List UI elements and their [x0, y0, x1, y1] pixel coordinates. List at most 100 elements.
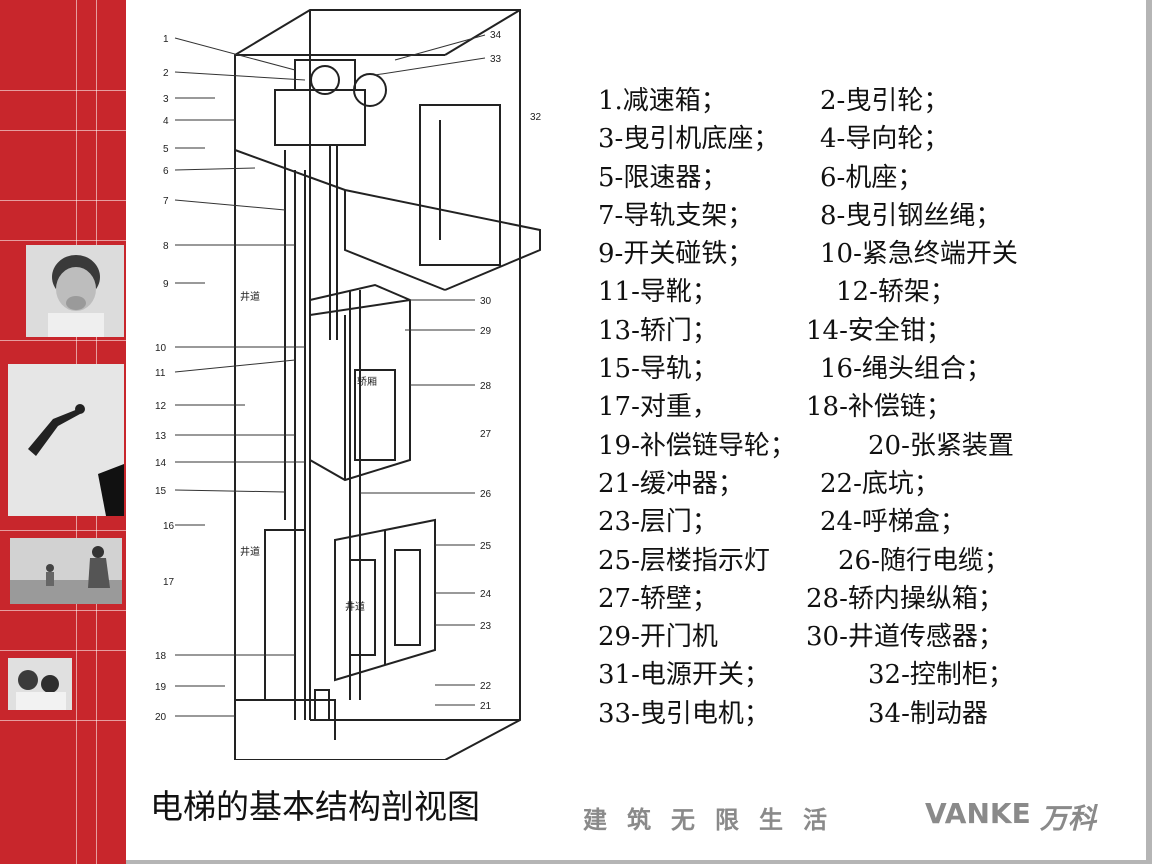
legend-item: 7-导轨支架； [598, 200, 754, 231]
legend-row: 19-补偿链导轮； 20-张紧装置 [598, 425, 1138, 463]
legend-row: 5-限速器； 6-机座； [598, 157, 1138, 195]
diagram-label: 7 [163, 196, 169, 207]
shaft-label: 井道 [345, 600, 365, 613]
photo-diver [8, 364, 124, 516]
diagram-label: 13 [155, 431, 167, 442]
legend-item: 21-缓冲器； [598, 468, 744, 499]
photo-child-eating [26, 245, 124, 337]
diagram-label: 11 [155, 368, 166, 379]
legend-item: 15-导轨； [598, 354, 718, 385]
vanke-logo-cn: 万科 [1040, 802, 1097, 835]
legend-item: 18-补偿链； [806, 392, 952, 423]
diagram-label: 6 [163, 166, 169, 177]
legend-item: 14-安全钳； [806, 315, 952, 346]
diagram-label: 9 [163, 279, 169, 290]
car-label: 轿厢 [357, 375, 377, 388]
diagram-label: 24 [480, 589, 492, 600]
sidebar-grid-line [0, 200, 126, 201]
legend-row: 15-导轨； 16-绳头组合； [598, 348, 1138, 386]
sidebar-grid-line [0, 720, 126, 721]
legend-item: 10-紧急终端开关 [820, 239, 1018, 270]
legend-row: 27-轿壁； 28-轿内操纵箱； [598, 578, 1138, 616]
legend-item: 5-限速器； [598, 162, 728, 193]
legend-item: 23-层门； [598, 507, 718, 538]
legend-item: 25-层楼指示灯 [598, 545, 770, 576]
legend-item: 4-导向轮； [820, 124, 950, 155]
legend-row: 9-开关碰铁； 10-紧急终端开关 [598, 233, 1138, 271]
legend-row: 31-电源开关；32-控制柜； [598, 654, 1138, 692]
legend-item: 9-开关碰铁； [598, 239, 754, 270]
legend-row: 13-轿门； 14-安全钳； [598, 310, 1138, 348]
right-border [1146, 0, 1152, 864]
legend-item: 3-曳引机底座； [598, 124, 780, 155]
diagram-label: 5 [163, 144, 169, 155]
legend-item: 8-曳引钢丝绳； [820, 200, 1002, 231]
sidebar-grid-line [0, 610, 126, 611]
legend-item: 24-呼梯盒； [820, 507, 966, 538]
diagram-label: 18 [155, 651, 167, 662]
sidebar-grid-line [0, 240, 126, 241]
diagram-label: 12 [155, 401, 167, 412]
legend-item: 17-对重， [598, 392, 718, 423]
component-legend: 1.减速箱；2-曳引轮；3-曳引机底座；4-导向轮；5-限速器；6-机座；7-导… [598, 80, 1138, 731]
legend-row: 21-缓冲器； 22-底坑； [598, 463, 1138, 501]
legend-item: 30-井道传感器； [806, 622, 1004, 653]
diagram-label: 16 [163, 521, 175, 532]
legend-item: 13-轿门； [598, 315, 718, 346]
sidebar-grid-line [0, 130, 126, 131]
legend-row: 1.减速箱； 2-曳引轮； [598, 80, 1138, 118]
diagram-label: 33 [490, 54, 502, 65]
diagram-label: 34 [490, 30, 502, 41]
diagram-label: 4 [163, 116, 169, 127]
legend-row: 7-导轨支架； 8-曳引钢丝绳； [598, 195, 1138, 233]
legend-item: 27-轿壁； [598, 583, 718, 614]
legend-row: 11-导靴； 12-轿架； [598, 271, 1138, 309]
legend-row: 17-对重， 18-补偿链； [598, 386, 1138, 424]
legend-item: 28-轿内操纵箱； [806, 583, 1004, 614]
sidebar-grid-line [0, 530, 126, 531]
photo-family [8, 658, 72, 710]
diagram-label: 2 [163, 68, 169, 79]
legend-item: 32-控制柜； [868, 660, 1014, 691]
legend-item: 2-曳引轮； [820, 86, 950, 116]
legend-item: 34-制动器 [868, 698, 988, 729]
legend-row: 29-开门机 30-井道传感器； [598, 616, 1138, 654]
sidebar-grid-line [0, 340, 126, 341]
legend-item: 12-轿架； [836, 277, 956, 308]
legend-item: 1.减速箱； [598, 86, 727, 116]
diagram-label: 3 [163, 94, 169, 105]
diagram-label: 32 [530, 112, 542, 123]
shaft-label: 井道 [240, 545, 260, 558]
diagram-label: 15 [155, 486, 167, 497]
photo-father-child [10, 538, 122, 604]
vanke-logo: VANKE [925, 797, 1031, 830]
diagram-label: 19 [155, 682, 167, 693]
diagram-label: 22 [480, 681, 492, 692]
diagram-label: 1 [163, 34, 169, 45]
diagram-label: 17 [163, 577, 175, 588]
legend-item: 6-机座； [820, 162, 924, 193]
diagram-label: 30 [480, 296, 492, 307]
diagram-right-labels: 34 33 32 30 29 28 27 26 25 24 23 22 21 [480, 30, 542, 712]
sidebar-grid-line [0, 650, 126, 651]
bottom-border [126, 860, 1152, 864]
diagram-label: 27 [480, 429, 492, 440]
legend-item: 11-导靴； [598, 277, 718, 308]
diagram-label: 10 [155, 343, 167, 354]
diagram-label: 26 [480, 489, 492, 500]
legend-item: 29-开门机 [598, 622, 718, 653]
legend-item: 16-绳头组合； [820, 354, 992, 385]
diagram-label: 29 [480, 326, 492, 337]
footer-slogan: 建筑无限生活 [583, 806, 847, 834]
diagram-label: 21 [480, 701, 492, 712]
diagram-left-labels: 1 2 3 4 5 6 7 8 9 10 11 12 13 14 15 16 1… [155, 34, 175, 723]
diagram-caption: 电梯的基本结构剖视图 [150, 787, 480, 826]
diagram-label: 23 [480, 621, 492, 632]
elevator-cutaway-diagram: 1 2 3 4 5 6 7 8 9 10 11 12 13 14 15 16 1… [145, 0, 560, 761]
legend-item: 22-底坑； [820, 468, 940, 499]
legend-item: 19-补偿链导轮； [598, 430, 796, 461]
legend-item: 20-张紧装置 [868, 430, 1014, 461]
diagram-label: 8 [163, 241, 169, 252]
red-sidebar [0, 0, 126, 864]
